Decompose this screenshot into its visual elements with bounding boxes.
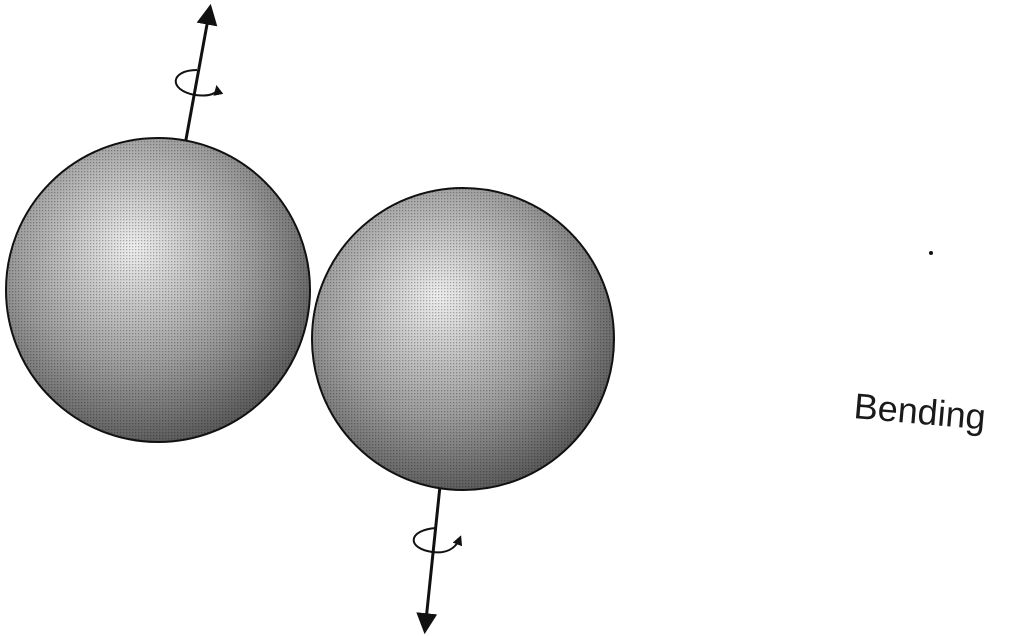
scan-speck — [929, 251, 933, 255]
upper-sphere-group — [6, 8, 310, 442]
lower-rotation-curl-icon — [414, 528, 460, 552]
lower-rotation-axis-arrow — [425, 486, 440, 630]
diagram-label: Bending — [852, 385, 987, 437]
upper-rotation-axis-arrow — [185, 8, 210, 145]
lower-sphere-group — [312, 188, 614, 630]
